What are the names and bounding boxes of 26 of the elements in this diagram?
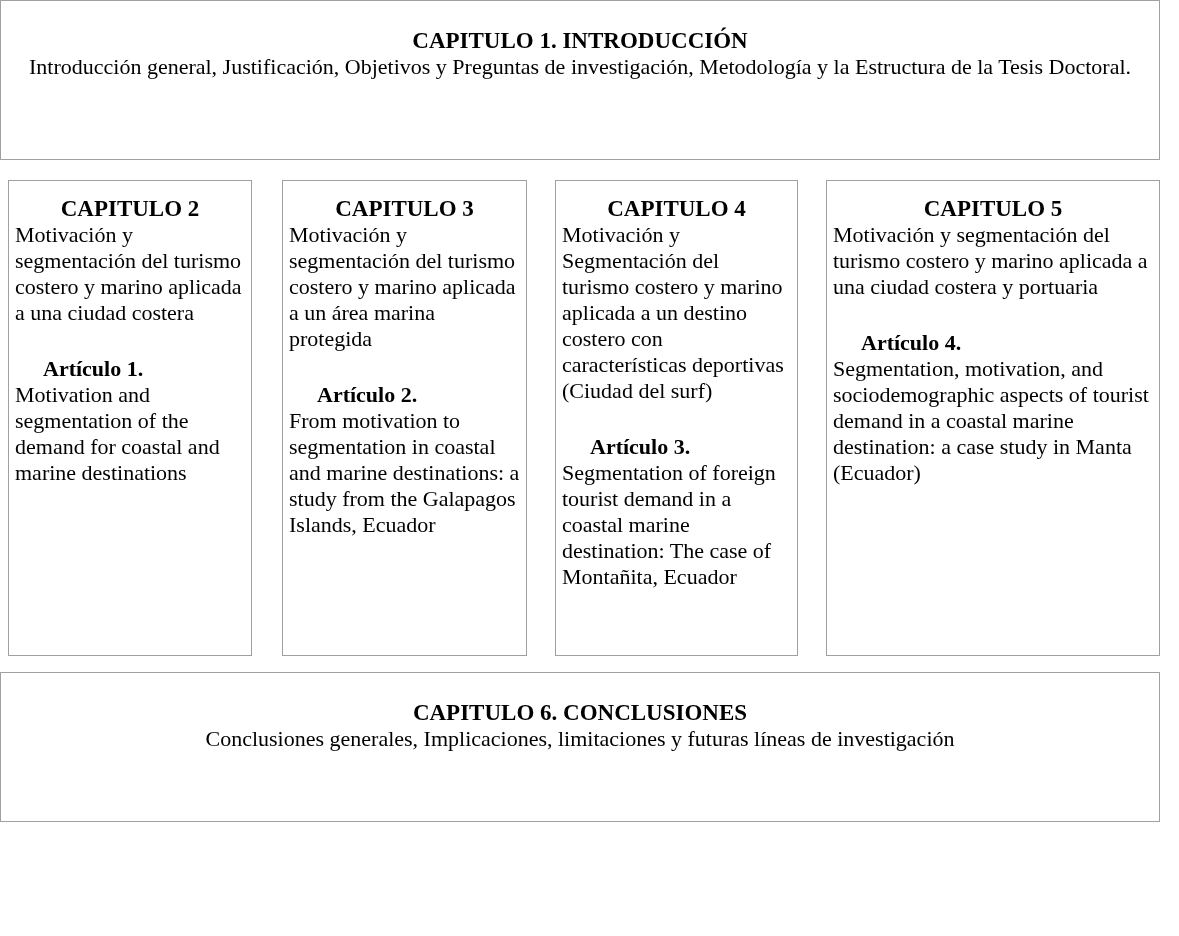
chapter-heading: CAPITULO 1. INTRODUCCIÓN [411, 27, 749, 54]
chapter-description: Motivación y segmentación del turismo costero y marino aplicada a un área marina protegida [289, 222, 517, 352]
article-title: Segmentation of foreign tourist demand in a coastal marine destination: The case of Montañita, Ecuador [562, 460, 777, 590]
chapter-heading: CAPITULO 6. CONCLUSIONES [411, 699, 749, 726]
chapter-description: Introducción general, Justificación, Objetivos y Preguntas de investigación, Metodología y la Estructura de la Tesis Doctoral. [27, 54, 1132, 80]
chapter-heading: CAPITULO 4 [606, 195, 747, 222]
article-title: Segmentation, motivation, and sociodemographic aspects of tourist demand in a coastal marine destination: a case study in Manta (Ecuador) [833, 356, 1150, 486]
chapter-box [555, 180, 798, 656]
chapter-box [282, 180, 527, 656]
article-title: From motivation to segmentation in coastal and marine destinations: a study from the Galapagos Islands, Ecuador [289, 408, 520, 538]
article-heading: Artículo 1. [42, 356, 145, 382]
chapter-box [0, 672, 1160, 822]
article-heading: Artículo 3. [589, 434, 692, 460]
article-heading: Artículo 4. [860, 330, 963, 356]
chapter-description: Motivación y segmentación del turismo costero y marino aplicada a una ciudad costera [15, 222, 243, 326]
chapter-box [8, 180, 252, 656]
article-title: Motivation and segmentation of the demand for coastal and marine destinations [15, 382, 221, 486]
chapter-description: Conclusiones generales, Implicaciones, limitaciones y futuras líneas de investigación [204, 726, 956, 752]
chapter-heading: CAPITULO 3 [334, 195, 475, 222]
chapter-box [0, 0, 1160, 160]
article-heading: Artículo 2. [316, 382, 419, 408]
chapter-description: Motivación y segmentación del turismo costero y marino aplicada a una ciudad costera y portuaria [833, 222, 1149, 300]
chapter-heading: CAPITULO 2 [59, 195, 201, 222]
chapter-heading: CAPITULO 5 [922, 195, 1064, 222]
chapter-description: Motivación y Segmentación del turismo costero y marino aplicada a un destino costero con características deportivas (Ciudad del surf) [562, 222, 785, 404]
chapter-box [826, 180, 1160, 656]
